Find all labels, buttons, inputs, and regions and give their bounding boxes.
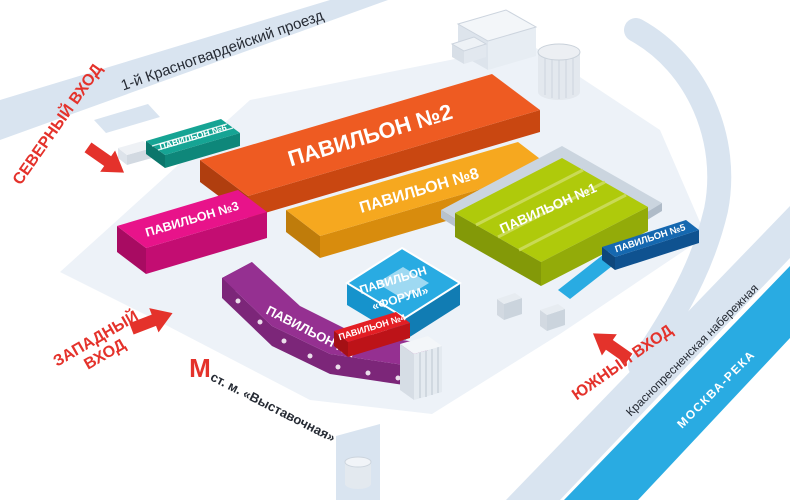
pavilion-3-side[interactable] <box>117 226 146 274</box>
south-cylinder <box>344 456 372 489</box>
pavilion-4-side[interactable] <box>334 331 348 357</box>
service-annex-left <box>452 44 464 64</box>
pavilion-3-roof[interactable] <box>117 190 267 248</box>
pavilion-1-side[interactable] <box>455 213 541 286</box>
road-north-entrance-branch <box>94 104 160 133</box>
pavilion-5-roof[interactable] <box>602 220 699 257</box>
pavilion-4-front[interactable] <box>348 323 410 357</box>
service-tower-2-front <box>547 309 565 331</box>
gas-tower <box>537 43 581 100</box>
pavilion-4-roof[interactable] <box>334 312 410 342</box>
entrance-west: ЗАПАДНЫЙ ВХОД <box>50 300 178 373</box>
pavilion-5-side[interactable] <box>602 247 615 270</box>
pavilion-8-side[interactable] <box>286 210 320 258</box>
service-tower-1-left <box>497 299 504 320</box>
service-tower-2-left <box>540 310 547 331</box>
pavilion-6[interactable]: ПАВИЛЬОН №6 <box>146 119 240 168</box>
pavilion-forum-roof-inset <box>377 267 429 299</box>
pavilion-7-arches <box>235 298 401 381</box>
pavilion-7-front[interactable] <box>222 278 424 388</box>
pavilion-6-roof-stripes <box>151 123 234 151</box>
service-tower-1-front <box>504 298 522 320</box>
p7-end-block-left <box>400 344 414 400</box>
south-cylinder-body <box>345 462 371 489</box>
pavilion-5-front[interactable] <box>615 230 699 270</box>
north-service-block-left <box>118 148 127 165</box>
pavilion-2-front[interactable] <box>248 110 540 218</box>
p7-end-block <box>400 336 442 400</box>
service-tower-2 <box>540 304 565 331</box>
p7-end-block-hatch <box>419 347 439 398</box>
north-service-block-roof <box>118 141 152 155</box>
pavilion-1[interactable]: ПАВИЛЬОН №1 <box>441 146 662 286</box>
pavilion-2-roof[interactable] <box>200 74 540 196</box>
service-building-roof <box>456 9 538 42</box>
p7-end-block-roof <box>400 336 442 354</box>
south-cylinder-top <box>344 456 372 468</box>
service-annex-front <box>464 44 486 64</box>
service-tower-2-roof <box>540 304 565 315</box>
pavilion-3-front[interactable] <box>146 212 267 274</box>
north-service-block-front <box>127 148 152 165</box>
street-label-krasnogvardeysky: 1-й Красногвардейский проезд <box>119 7 326 94</box>
service-building <box>450 9 538 70</box>
ring-road <box>624 18 732 378</box>
gas-tower-top <box>537 43 581 61</box>
pavilion-6-side[interactable] <box>146 141 165 168</box>
river <box>564 266 790 500</box>
road-embankment <box>506 206 790 500</box>
pavilion-forum-front[interactable] <box>405 283 460 340</box>
service-tower-1-roof <box>497 293 522 304</box>
p7-end-block-front <box>414 346 442 400</box>
gas-tower-ribs <box>544 54 574 99</box>
pavilion-5-ramp <box>558 254 616 299</box>
pavilion-1-roof-ribs <box>475 168 627 252</box>
pavilion-6-front[interactable] <box>165 133 240 168</box>
pavilion-1-front[interactable] <box>541 207 648 286</box>
service-annex-roof <box>450 36 488 52</box>
pavilion-8-roof[interactable] <box>286 142 552 236</box>
north-service-block <box>118 141 152 165</box>
road-krasnogvardeysky <box>0 0 388 140</box>
service-tower-1 <box>497 293 522 320</box>
metro-logo-icon: М <box>189 353 211 383</box>
